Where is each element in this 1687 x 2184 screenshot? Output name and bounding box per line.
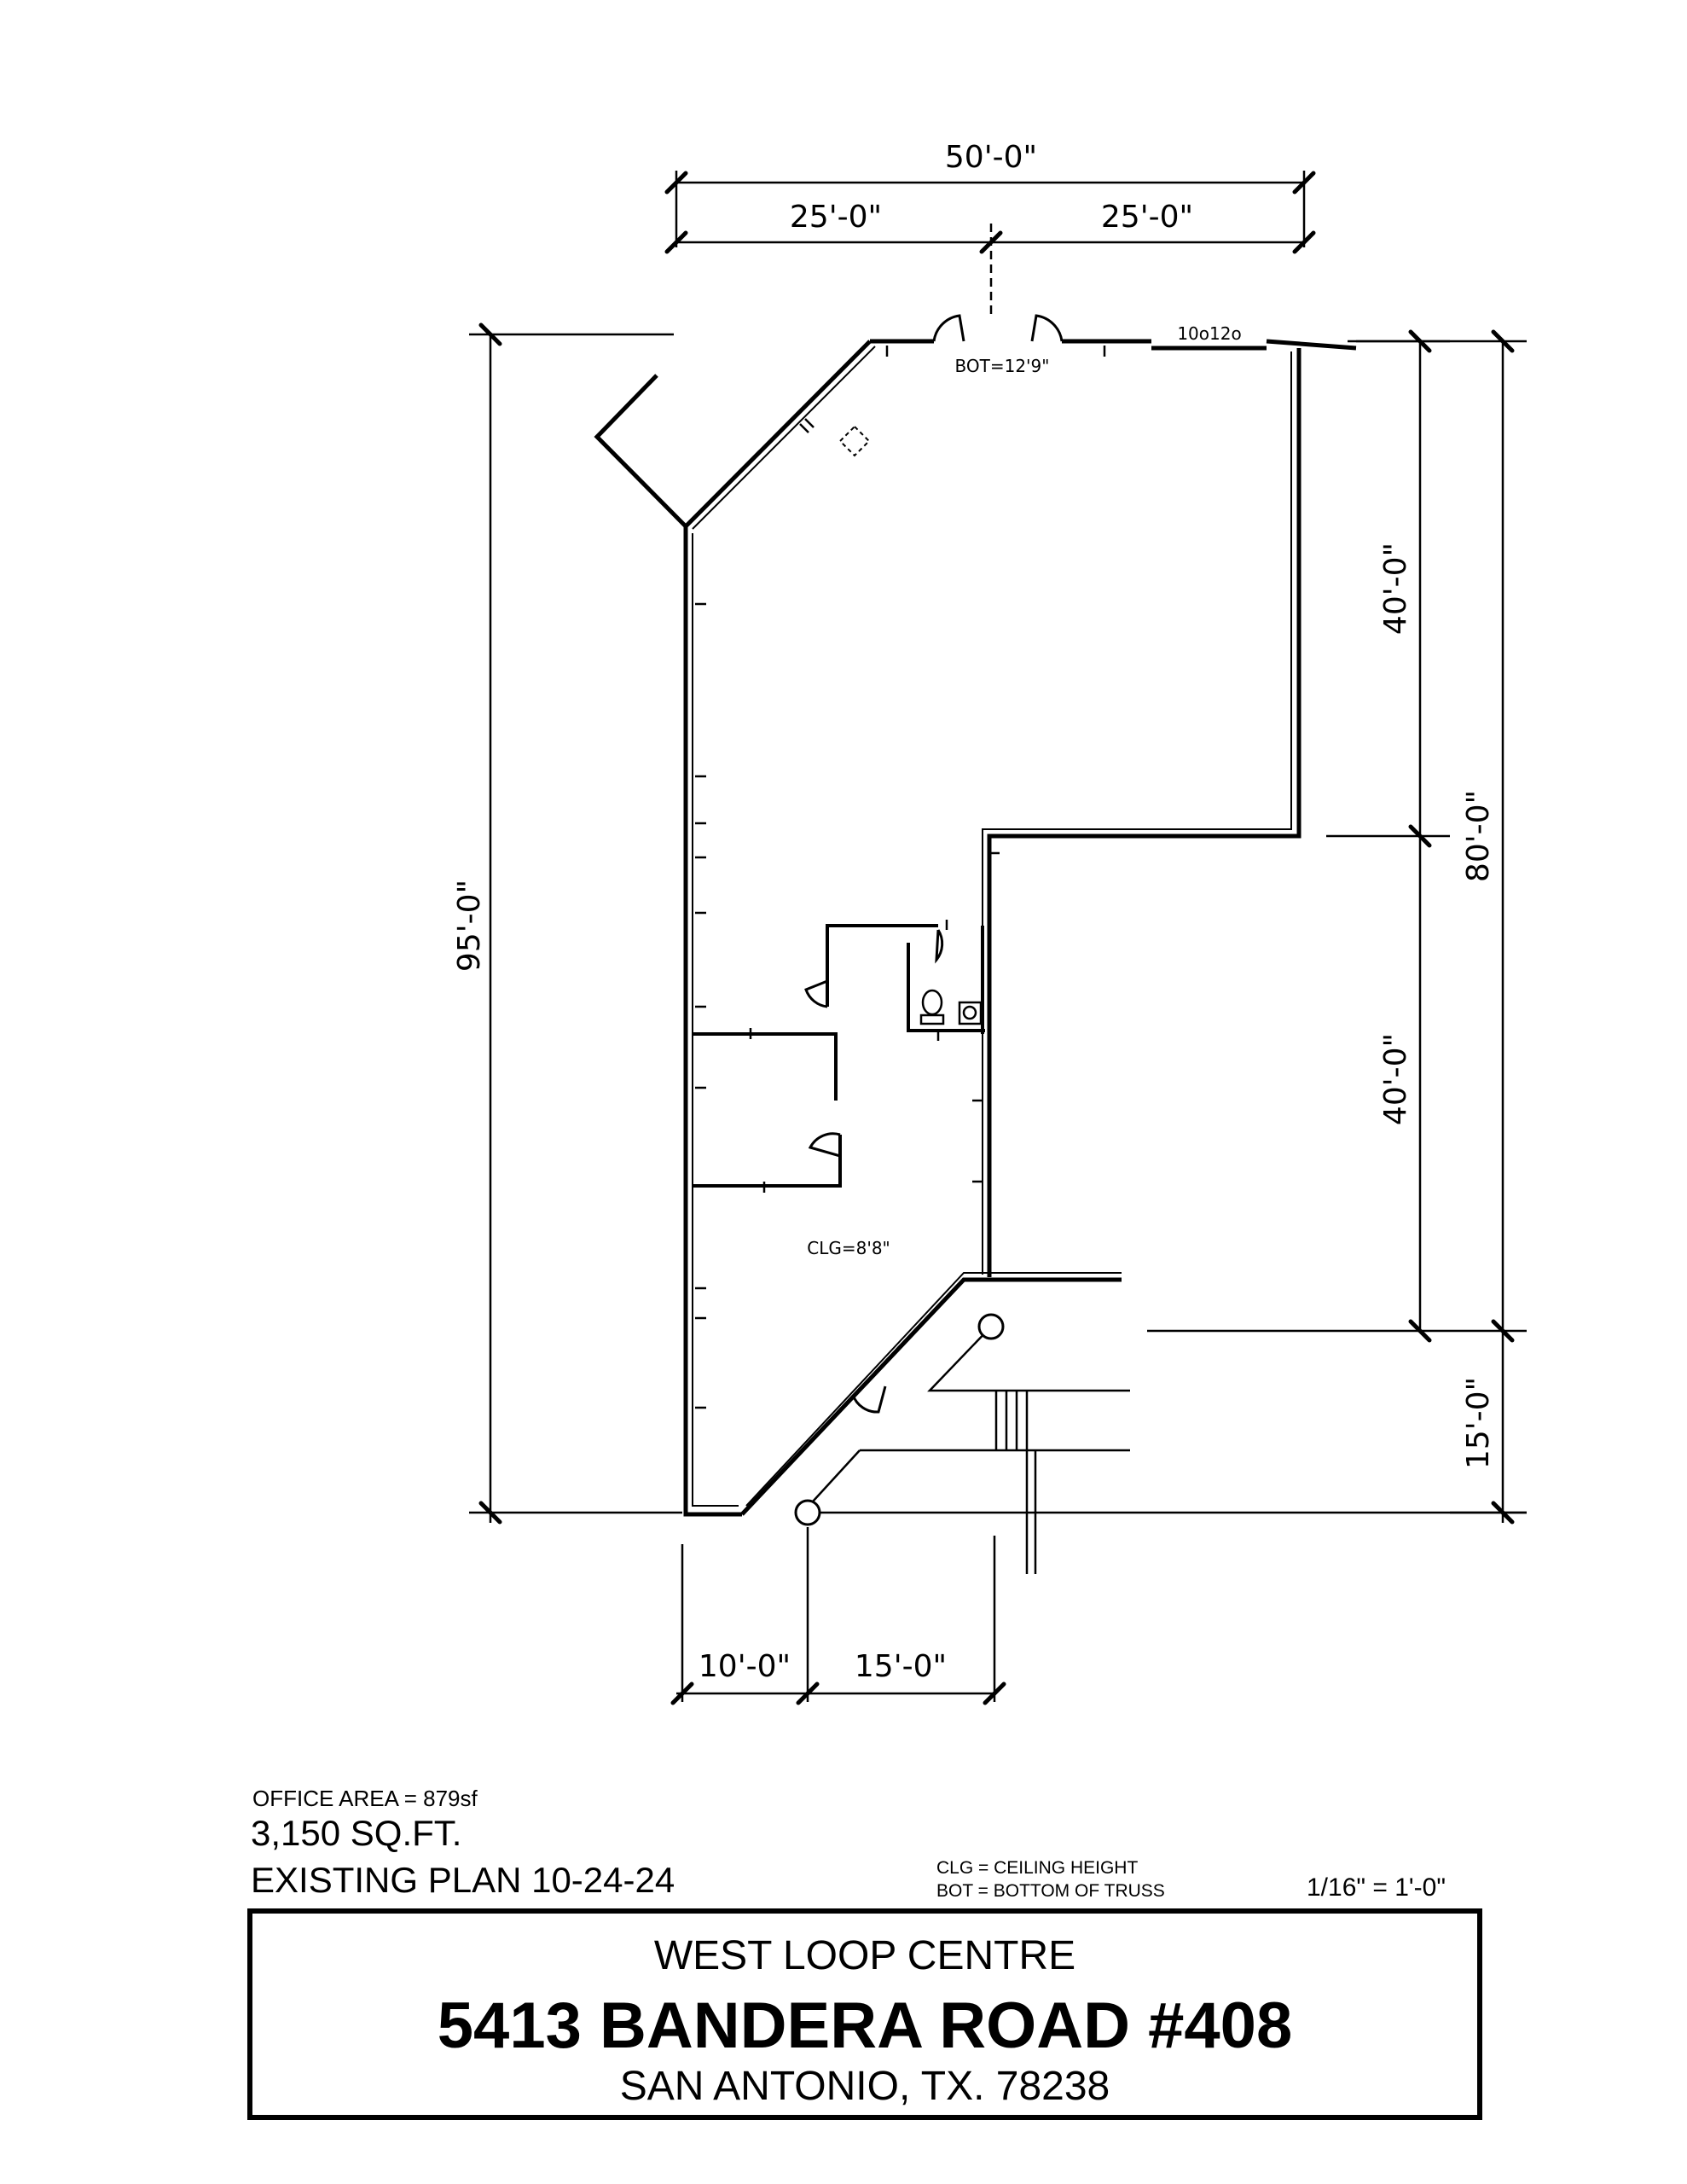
legend-bot: BOT = BOTTOM OF TRUSS [936,1881,1165,1901]
clg-height-note: CLG=8'8" [807,1238,890,1258]
exterior-walls [594,339,1357,1517]
dim-right-bottom: 15'-0" [1461,1377,1496,1469]
plan-label: EXISTING PLAN 10-24-24 [251,1860,675,1900]
center-name: WEST LOOP CENTRE [653,1933,1076,1978]
square-feet: 3,150 SQ.FT. [251,1813,462,1853]
city-state-zip: SAN ANTONIO, TX. 78238 [619,2064,1110,2109]
dim-right-lower: 40'-0" [1378,1033,1413,1125]
dim-bottom-left: 10'-0" [699,1649,791,1684]
interior-partitions [693,924,985,1188]
ceiling-marker [838,425,871,457]
scale-label: 1/16" = 1'-0" [1307,1873,1446,1902]
dimension-lines [469,171,1527,1702]
wall-outlets [695,346,1106,1409]
property-address: 5413 BANDERA ROAD #408 [437,1989,1293,2062]
door-tag: 10o12o [1177,323,1241,344]
restroom-fixtures [919,989,983,1025]
dim-right-overall: 80'-0" [1461,790,1496,882]
exterior-site-lines [808,1326,1527,1574]
dim-top-left: 25'-0" [790,200,882,235]
office-area: OFFICE AREA = 879sf [252,1786,478,1811]
dim-top-overall: 50'-0" [945,140,1037,175]
dim-right-upper: 40'-0" [1378,543,1413,635]
dimension-ticks [478,171,1515,1705]
title-block: WEST LOOP CENTRE 5413 BANDERA ROAD #408 … [247,1908,1482,2120]
dim-left-overall: 95'-0" [452,880,487,972]
bot-height-note: BOT=12'9" [955,356,1050,376]
door-swings [804,314,1064,1414]
legend-clg: CLG = CEILING HEIGHT [936,1858,1138,1878]
dim-top-right: 25'-0" [1101,200,1193,235]
wall-inner-lines [692,346,1292,1507]
dim-bottom-right: 15'-0" [855,1649,947,1684]
columns [794,1313,1005,1526]
